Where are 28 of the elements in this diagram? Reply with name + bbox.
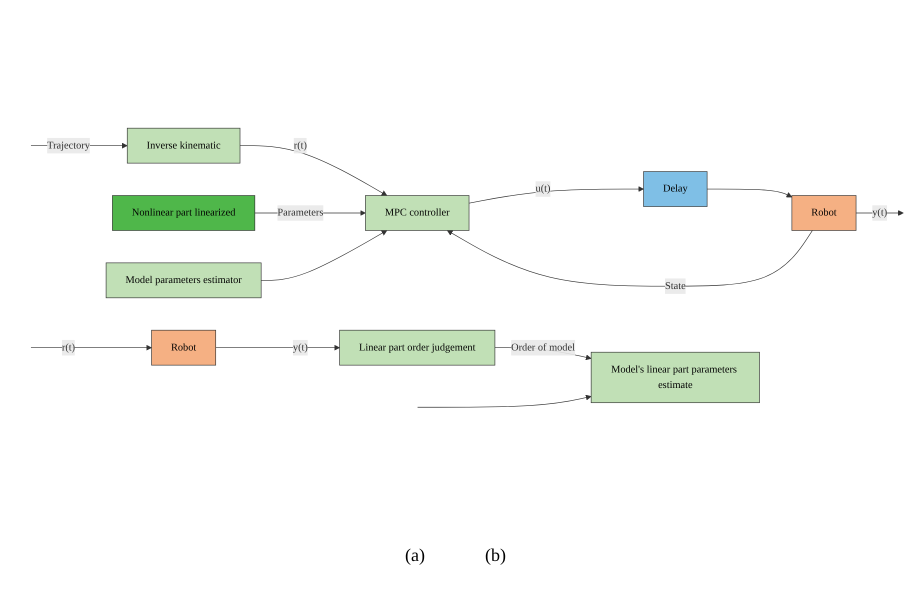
arrow <box>706 188 792 198</box>
node-box: Robot <box>150 330 216 366</box>
edge-label: Trajectory <box>46 140 90 151</box>
arrow <box>30 344 152 350</box>
arrow <box>260 230 387 281</box>
node-box: Nonlinear part linearized <box>112 195 255 231</box>
node-box: Robot <box>791 195 856 231</box>
edge-label: y(t) <box>872 207 887 218</box>
arrow <box>214 344 340 350</box>
node-box: MPC controller <box>364 195 469 231</box>
edge-label: r(t) <box>61 342 75 353</box>
edge-label: State <box>664 280 686 292</box>
node-box: Model parameters estimator <box>105 262 261 298</box>
panel-label: (b) <box>484 545 506 566</box>
edge-label: Order of model <box>510 342 574 353</box>
edge-label: u(t) <box>535 183 550 194</box>
edge-label: r(t) <box>293 140 306 151</box>
arrow <box>239 145 387 196</box>
arrow <box>468 186 644 204</box>
node-box: Inverse kinematic <box>126 128 240 164</box>
arrow <box>446 230 812 286</box>
node-box: Delay <box>642 171 707 207</box>
edge-label: y(t) <box>292 342 308 353</box>
edge-label: Parameters <box>276 207 323 218</box>
panel-label: (a) <box>405 545 425 566</box>
node-box: Linear part order judgement <box>338 330 495 366</box>
node-box: Model's linear part parameters estimate <box>590 352 760 403</box>
arrow <box>416 394 591 408</box>
